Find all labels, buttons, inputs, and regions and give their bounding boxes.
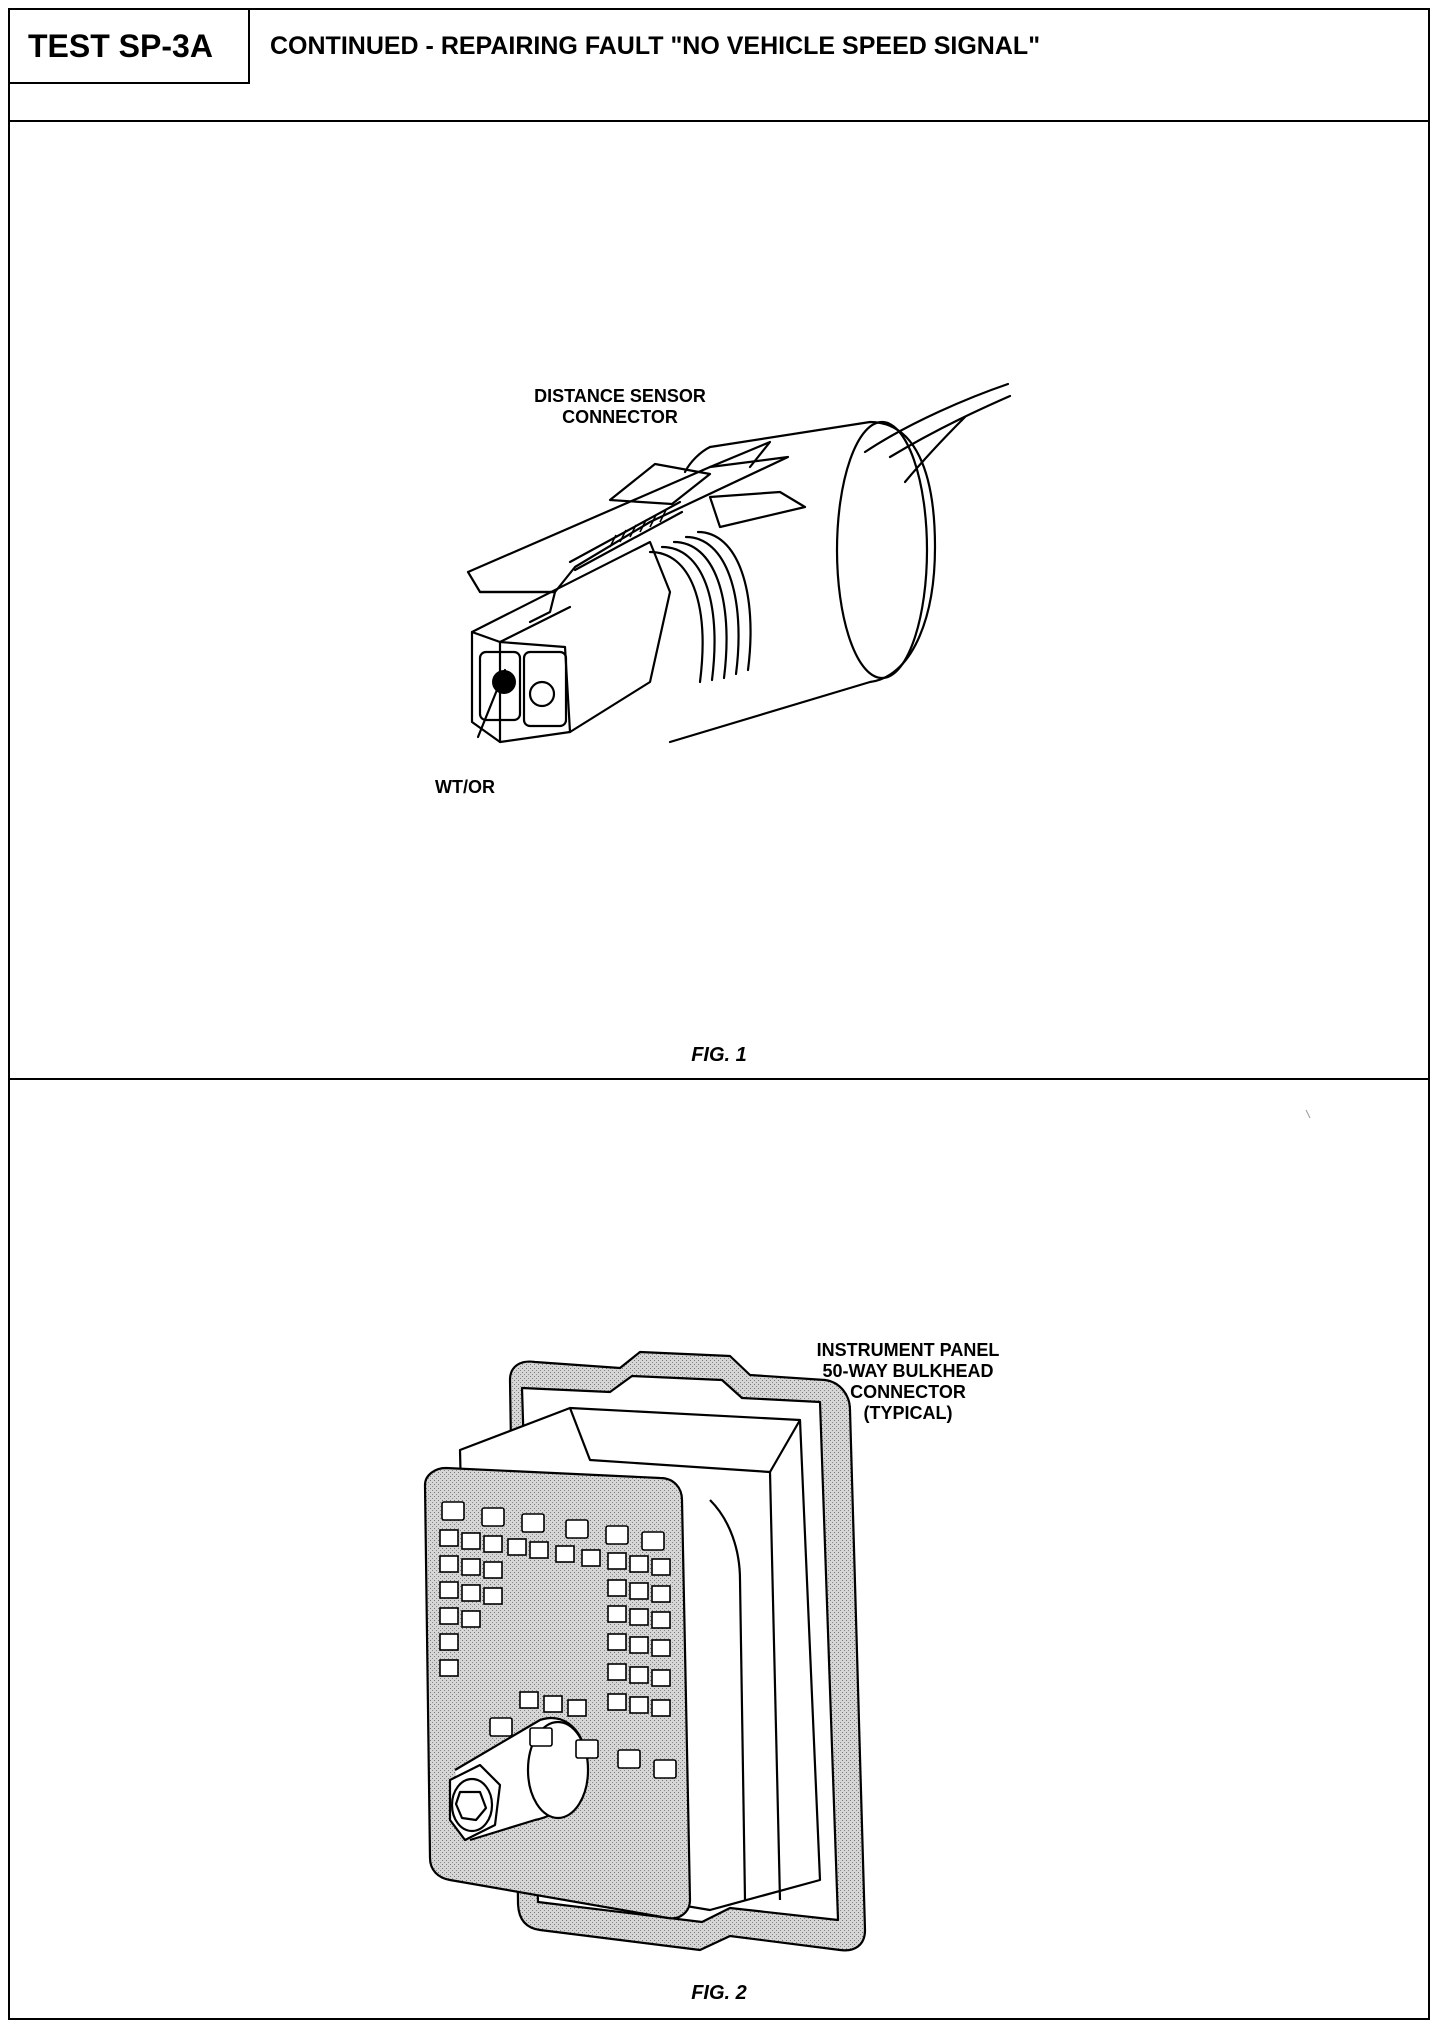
wire-color-label: WT/OR [435, 777, 495, 797]
figure-1-caption: FIG. 1 [691, 1044, 747, 1066]
figure-2-caption: FIG. 2 [691, 1982, 747, 2004]
distance-sensor-connector-illustration [466, 382, 1012, 744]
figure-2-panel: INSTRUMENT PANEL 50-WAY BULKHEAD CONNECT… [10, 1080, 1428, 2018]
bulkhead-label-line2: 50-WAY BULKHEAD [822, 1361, 994, 1381]
test-id: TEST SP-3A [10, 10, 250, 84]
bulkhead-label-line1: INSTRUMENT PANEL [816, 1340, 1000, 1360]
bulkhead-label-line4: (TYPICAL) [863, 1403, 953, 1423]
page-header: TEST SP-3A CONTINUED - REPAIRING FAULT "… [10, 10, 1428, 122]
bulkhead-connector-illustration [423, 1109, 1311, 1952]
distance-sensor-label-line2: CONNECTOR [562, 407, 678, 427]
distance-sensor-label: DISTANCE SENSOR CONNECTOR [490, 386, 750, 428]
bulkhead-connector-label: INSTRUMENT PANEL 50-WAY BULKHEAD CONNECT… [778, 1340, 1038, 1424]
page-frame: TEST SP-3A CONTINUED - REPAIRING FAULT "… [8, 8, 1430, 2020]
page-title: CONTINUED - REPAIRING FAULT "NO VEHICLE … [270, 32, 1041, 60]
figure-1-panel: DISTANCE SENSOR CONNECTOR [10, 122, 1428, 1080]
bulkhead-label-line3: CONNECTOR [850, 1382, 966, 1402]
distance-sensor-label-line1: DISTANCE SENSOR [534, 386, 706, 406]
